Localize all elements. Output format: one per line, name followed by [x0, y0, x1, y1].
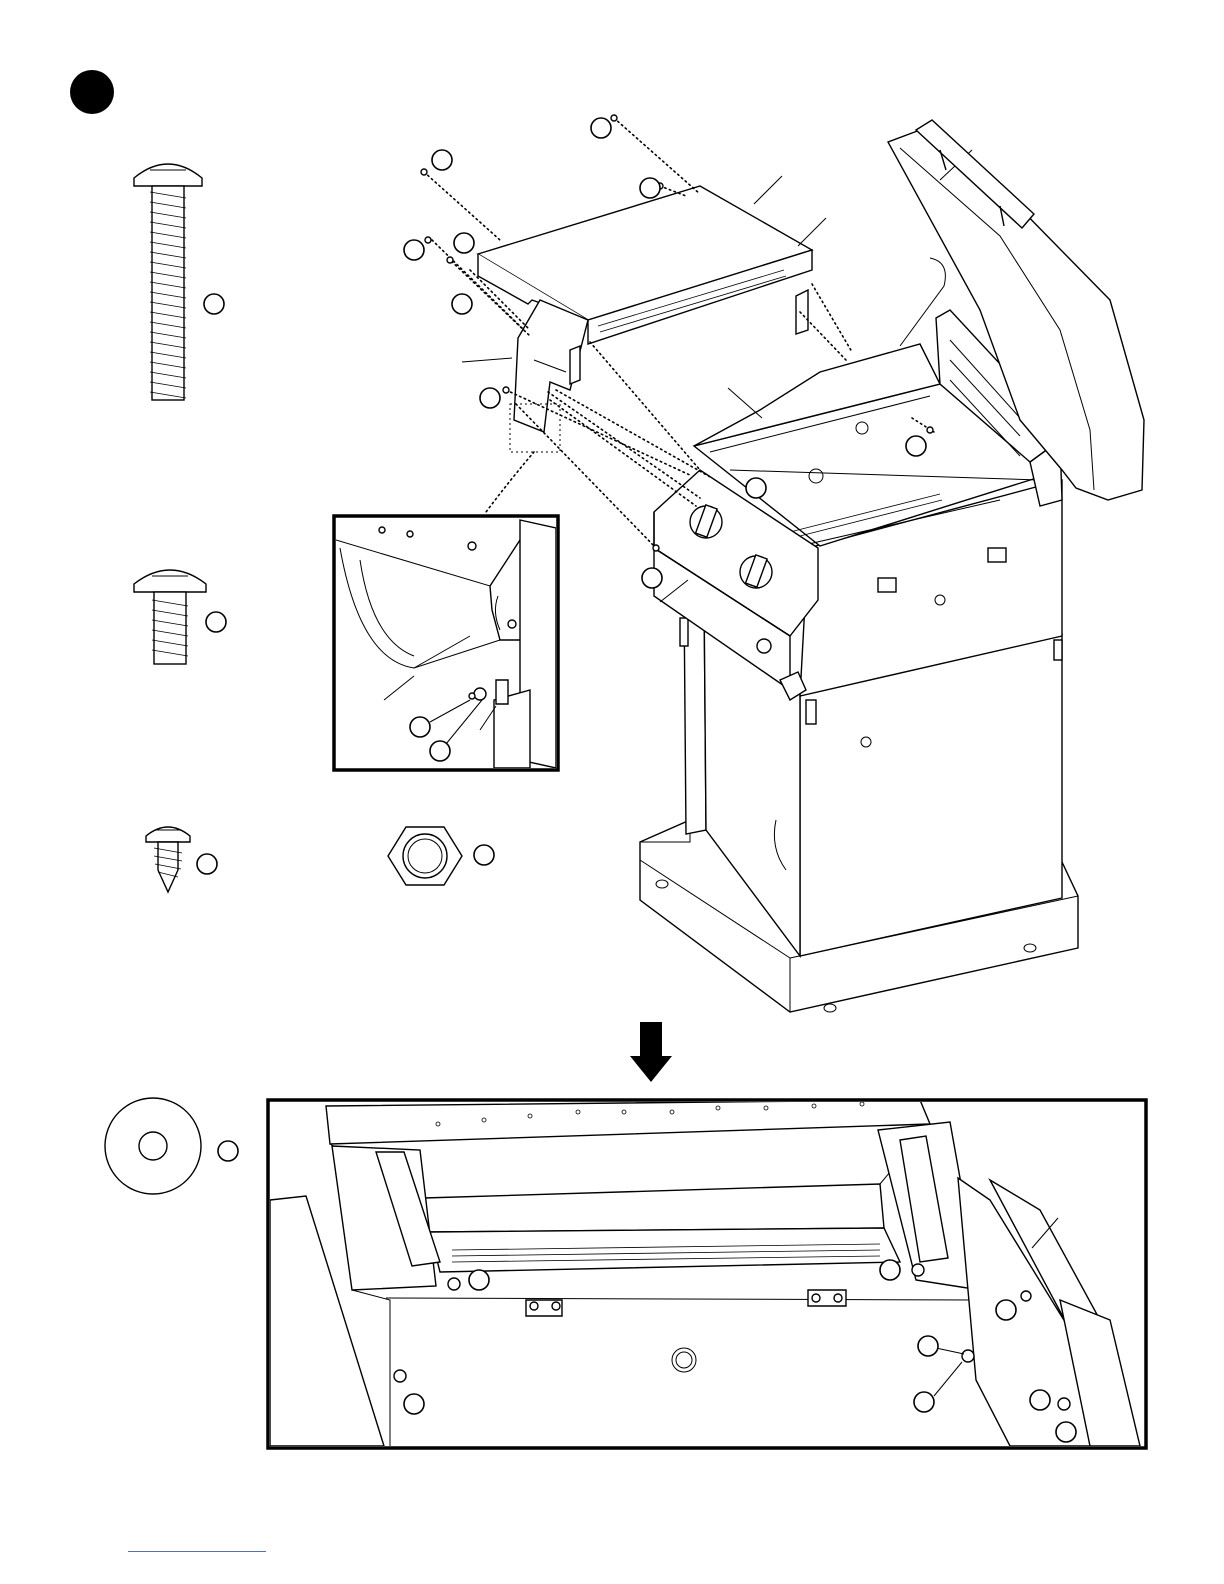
short-machine-screw-icon [134, 570, 206, 664]
hex-nut-icon [388, 827, 462, 885]
callout-self-tapping-screw [197, 854, 217, 874]
igniter-button-icon [757, 639, 771, 653]
flat-washer-icon [105, 1098, 201, 1194]
callout-short-screw [206, 612, 226, 632]
self-tapping-screw-icon [146, 827, 190, 892]
footer-rule [128, 1551, 266, 1552]
burner-knob-icon [690, 505, 722, 538]
assembled-detail-view [268, 1100, 1146, 1448]
down-arrow-icon [630, 1022, 672, 1082]
long-machine-screw-icon [134, 164, 202, 400]
burner-knob-icon [740, 555, 772, 588]
callout-long-screw [204, 294, 224, 314]
detail-inset [334, 516, 558, 770]
step-number-badge [70, 70, 114, 114]
callout-hex-nut [474, 845, 494, 865]
callout-washer [218, 1141, 238, 1161]
